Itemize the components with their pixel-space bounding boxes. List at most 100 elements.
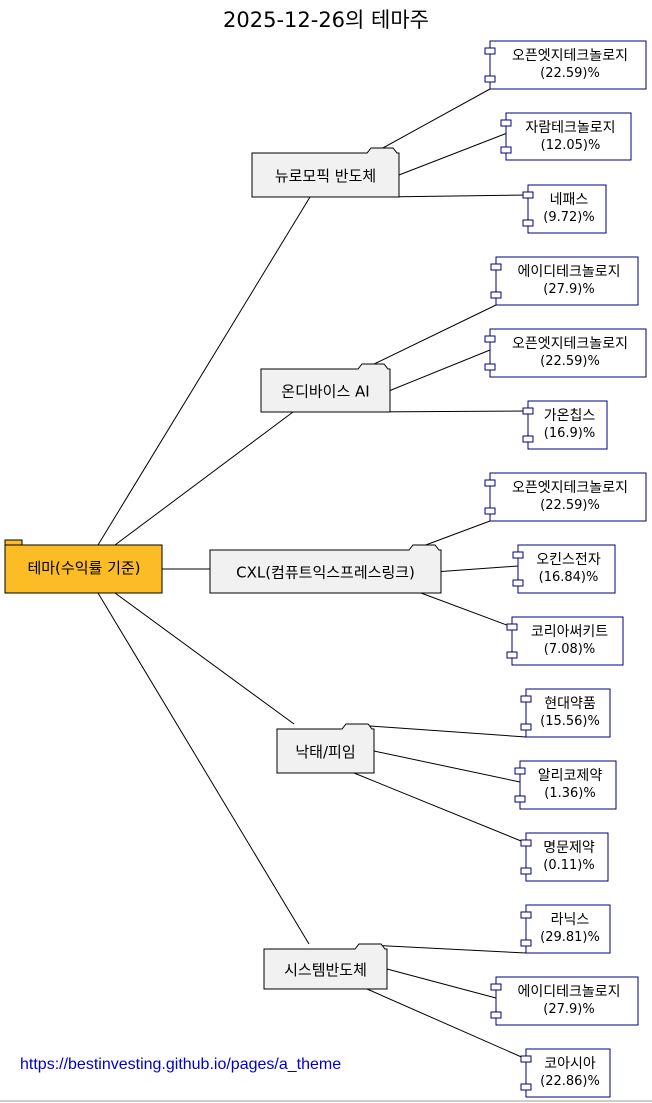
edge-theme-to-stock: [389, 349, 491, 391]
component-port-icon: [484, 507, 496, 515]
stock-box: [511, 616, 624, 666]
theme-folder-shape: [251, 147, 400, 198]
stock-return: (22.59)%: [540, 354, 600, 369]
stock-node: 알리코제약 (1.36)%: [514, 760, 617, 810]
stock-node: 에이디테크놀로지 (27.9)%: [490, 976, 639, 1026]
theme-label: 낙태/피임: [295, 743, 355, 761]
stock-node: 코리아써키트(7.08)%: [506, 616, 624, 666]
stock-box: [525, 688, 611, 738]
component-port-icon: [520, 839, 532, 847]
component-port-icon: [522, 435, 534, 443]
stock-name: 자람테크놀로지: [525, 120, 615, 136]
component-port-icon: [490, 291, 502, 299]
edge-theme-to-stock: [422, 520, 491, 547]
stock-return: (27.9)%: [543, 282, 594, 297]
edge-theme-to-stock: [371, 304, 497, 366]
stock-return: (27.9)%: [543, 1002, 594, 1017]
stock-box: [527, 400, 608, 450]
stock-node: 코아시아(22.86)%: [520, 1048, 611, 1098]
stock-name: 가온칩스: [544, 408, 596, 424]
edge-theme-to-stock: [373, 750, 521, 783]
edge-theme-to-stock: [440, 565, 519, 572]
theme-label: 온디바이스 AI: [281, 383, 369, 401]
edge-theme-to-stock: [378, 194, 529, 198]
component-port-icon: [500, 119, 512, 127]
stock-name: 알리코제약: [538, 768, 603, 784]
theme-node: 뉴로모픽 반도체: [251, 147, 400, 198]
component-port-icon: [500, 146, 512, 154]
theme-folder-shape: [276, 723, 375, 774]
theme-node: CXL(컴퓨트익스프레스링크): [209, 544, 442, 594]
stock-name: 에이디테크놀로지: [517, 984, 620, 1000]
component-port-icon: [484, 363, 496, 371]
stock-return: (0.11)%: [543, 858, 594, 873]
theme-label: CXL(컴퓨트익스프레스링크): [236, 564, 415, 582]
root-label: 테마(수익률 기준): [27, 559, 140, 577]
component-port-icon: [484, 75, 496, 83]
stock-name: 오킨스전자: [536, 552, 601, 568]
component-port-icon: [514, 795, 526, 803]
component-port-icon: [490, 263, 502, 271]
component-port-icon: [520, 1055, 532, 1063]
stock-return: (22.59)%: [540, 498, 600, 513]
stock-box: [519, 760, 617, 810]
stock-return: (22.59)%: [540, 66, 600, 81]
edges: [97, 88, 529, 1060]
stock-node: 가온칩스(16.9)%: [522, 400, 608, 450]
theme-node: 시스템반도체: [263, 943, 388, 990]
edge-theme-to-stock: [380, 88, 491, 150]
stock-box: [495, 256, 639, 306]
component-port-icon: [490, 1011, 502, 1019]
stock-node: 네패스(9.72)%: [522, 184, 607, 234]
stock-box: [489, 328, 647, 378]
component-port-icon: [514, 767, 526, 775]
stock-node: 현대약품(15.56)%: [520, 688, 611, 738]
stock-return: (16.84)%: [539, 570, 599, 585]
stock-name: 명문제약: [543, 840, 595, 856]
edge-root-to-theme: [114, 411, 294, 546]
stock-box: [495, 976, 639, 1026]
stock-return: (15.56)%: [540, 714, 600, 729]
stock-box: [525, 904, 611, 954]
stock-return: (1.36)%: [544, 786, 595, 801]
theme-label: 뉴로모픽 반도체: [275, 167, 376, 185]
root-node: 테마(수익률 기준): [4, 539, 163, 594]
component-port-icon: [490, 983, 502, 991]
edge-theme-to-stock: [368, 944, 527, 954]
component-port-icon: [522, 191, 534, 199]
stock-node: 자람테크놀로지 (12.05)%: [500, 112, 632, 161]
stock-node: 라닉스(29.81)%: [520, 904, 611, 954]
footer-link[interactable]: https://bestinvesting.github.io/pages/a_…: [20, 1056, 341, 1073]
component-port-icon: [520, 695, 532, 703]
stock-nodes: 오픈엣지테크놀로지 (22.59)% 자람테크놀로지 (12.05)% 네패스(9.72…: [484, 40, 647, 1098]
stock-return: (9.72)%: [543, 210, 594, 225]
stock-box: [525, 832, 609, 882]
stock-node: 명문제약 (0.11)%: [520, 832, 609, 882]
theme-folder-shape: [260, 363, 391, 413]
component-port-icon: [520, 867, 532, 875]
theme-folder-shape: [209, 544, 442, 594]
component-port-icon: [484, 335, 496, 343]
footer-link-text[interactable]: https://bestinvesting.github.io/pages/a_…: [20, 1056, 341, 1073]
edge-theme-to-stock: [386, 968, 497, 999]
stock-box: [489, 472, 647, 522]
component-port-icon: [520, 939, 532, 947]
component-port-icon: [512, 579, 524, 587]
stock-name: 에이디테크놀로지: [517, 264, 620, 280]
stock-box: [525, 1048, 611, 1098]
stock-box: [505, 112, 632, 161]
component-port-icon: [520, 723, 532, 731]
edge-root-to-theme: [114, 592, 295, 725]
stock-name: 코아시아: [544, 1056, 596, 1072]
stock-return: (29.81)%: [540, 930, 600, 945]
component-port-icon: [522, 219, 534, 227]
stock-name: 오픈엣지테크놀로지: [512, 336, 628, 352]
diagram-title: 2025-12-26의 테마주: [223, 8, 429, 32]
component-port-icon: [506, 651, 518, 659]
stock-return: (12.05)%: [541, 138, 601, 153]
stock-name: 오픈엣지테크놀로지: [512, 48, 628, 64]
component-port-icon: [484, 47, 496, 55]
component-port-icon: [520, 911, 532, 919]
